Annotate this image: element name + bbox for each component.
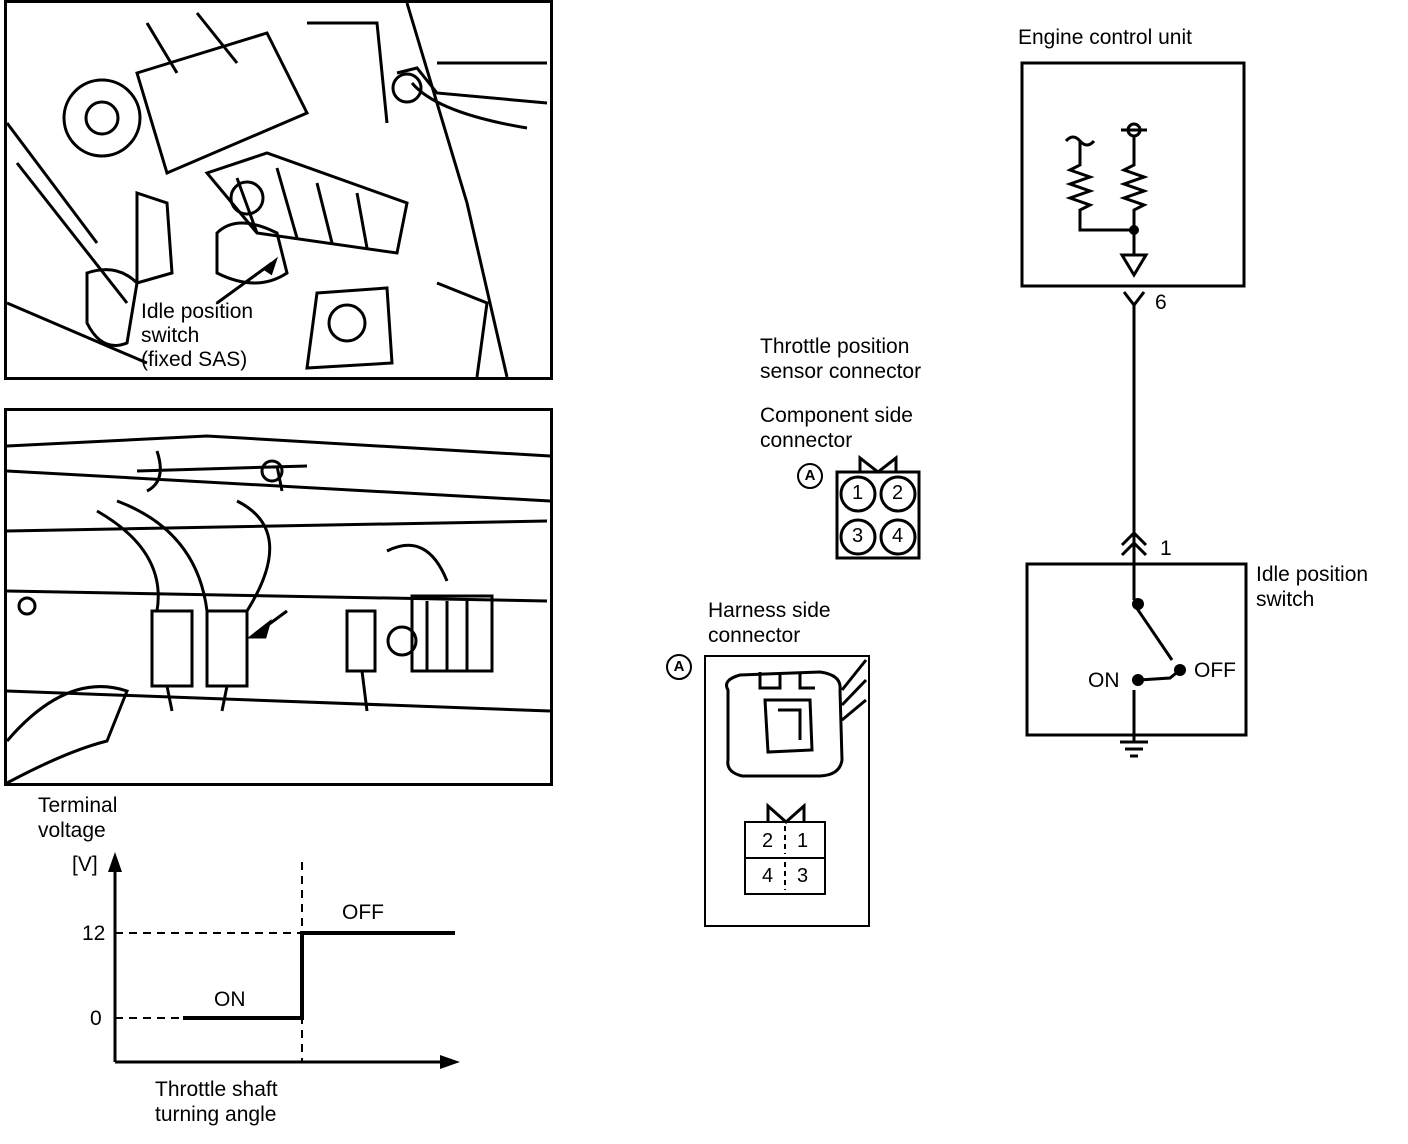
component-pin-3: 3 <box>852 525 864 547</box>
switch-on-label: ON <box>1088 669 1120 692</box>
connector-title-line1: Throttle position <box>760 335 910 358</box>
component-marker-a: A <box>797 463 823 489</box>
ecu-label: Engine control unit <box>1018 26 1192 49</box>
harness-connector-panel <box>704 655 870 927</box>
idle-switch-callout-line1: Idle position <box>141 300 254 323</box>
engine-bay-photo-panel: Idle position switch (fixed SAS) <box>4 0 553 380</box>
chart-yunit: [V] <box>72 853 98 876</box>
harness-side-label-line1: Harness side <box>708 599 831 622</box>
harness-pin-1: 1 <box>797 830 809 852</box>
component-side-label-line2: connector <box>760 429 853 452</box>
chart-xlabel-line1: Throttle shaft <box>155 1077 278 1102</box>
harness-side-label-line2: connector <box>708 624 801 647</box>
component-side-label-line1: Component side <box>760 404 913 427</box>
chart-annotation-off: OFF <box>342 901 384 924</box>
chart-ytick-12: 12 <box>82 922 106 945</box>
idle-switch-callout-line3: (fixed SAS) <box>141 348 248 371</box>
idle-switch-label-line1: Idle position <box>1256 563 1369 586</box>
chart-ytick-0: 0 <box>90 1007 102 1030</box>
ecu-terminal-number: 6 <box>1155 291 1167 314</box>
harness-pin-3: 3 <box>797 865 809 887</box>
connector-location-photo-panel <box>4 408 553 786</box>
chart-xlabel-word1: Throttle <box>155 1078 227 1101</box>
switch-off-label: OFF <box>1194 659 1236 682</box>
throttle-body-illustration <box>7 3 548 377</box>
harness-pin-4: 4 <box>762 865 774 887</box>
chart-ylabel-line1: Terminal <box>38 794 118 817</box>
connector-title-line2: sensor connector <box>760 360 922 383</box>
idle-switch-callout-line2: switch <box>141 324 200 347</box>
idle-switch-label-line2: switch <box>1256 588 1315 611</box>
chart-annotation-on: ON <box>214 988 246 1011</box>
component-marker-text: A <box>804 467 816 484</box>
component-pin-1: 1 <box>852 482 864 504</box>
chart-xlabel-word2: shaft <box>232 1078 278 1101</box>
chart-x-axis-arrow <box>440 1055 460 1069</box>
chart-ylabel-line2: voltage <box>38 819 106 842</box>
switch-terminal-number: 1 <box>1160 537 1172 560</box>
harness-pin-2: 2 <box>762 830 774 852</box>
harness-connector-illustration <box>7 434 550 783</box>
harness-marker-text: A <box>673 658 685 675</box>
component-pin-2: 2 <box>892 482 904 504</box>
chart-y-axis-arrow <box>108 852 122 872</box>
harness-marker-a: A <box>666 654 692 680</box>
component-pin-4: 4 <box>892 525 904 547</box>
chart-xlabel-line2: turning angle <box>155 1103 277 1126</box>
